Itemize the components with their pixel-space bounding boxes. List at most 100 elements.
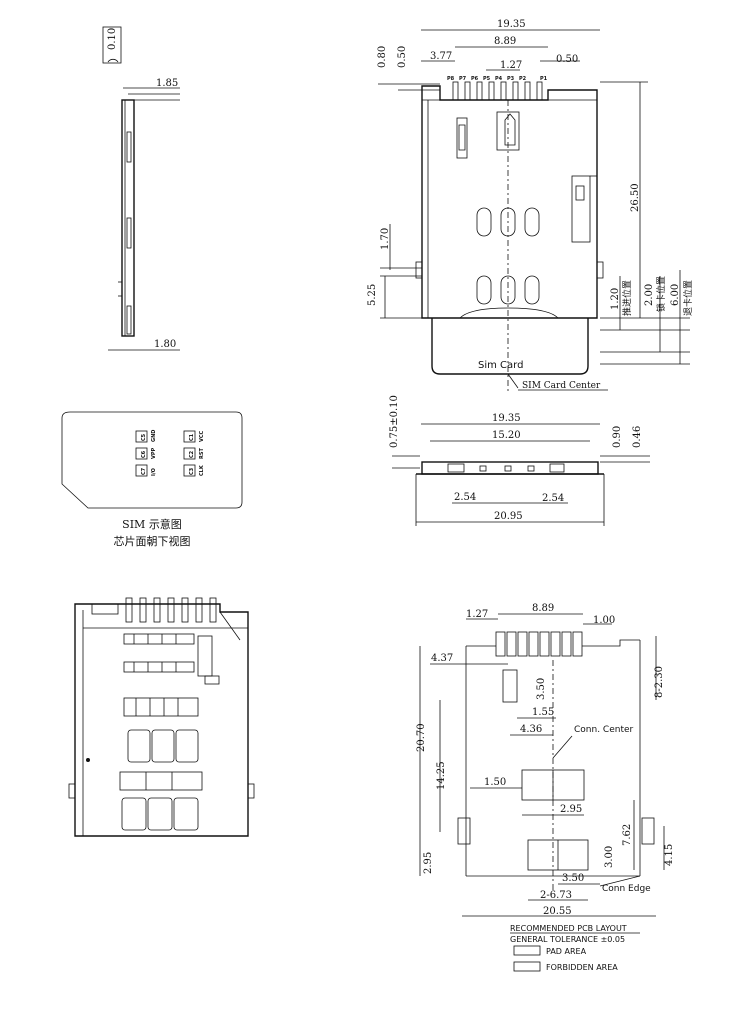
legend-pad-label: PAD AREA: [546, 947, 587, 956]
iso-pins: [125, 597, 217, 623]
dim-pcb-889: 8.89: [532, 603, 554, 614]
pcb-forbidden-small: [502, 669, 518, 703]
dim-pitch-span: 8.89: [494, 36, 516, 47]
dim-pcb-230: 8-2.30: [654, 666, 665, 698]
side-body: [121, 99, 135, 337]
pin-label: P2: [519, 76, 527, 82]
dim-170: 1.70: [380, 228, 391, 250]
dim-pcb-762: 7.62: [622, 824, 633, 846]
dim-pcb-350a: 3.50: [536, 678, 547, 700]
dim-front-left-254: 2.54: [454, 492, 476, 503]
dim-top-thickness: 0.10: [107, 28, 118, 50]
iso-view: [68, 597, 255, 837]
sim-card-center-label: SIM Card Center: [522, 381, 601, 391]
pin-label: P6: [471, 76, 479, 82]
pin-label: P5: [483, 76, 491, 82]
dim-pcb-300: 3.00: [604, 846, 615, 868]
contact-id: C1: [189, 433, 195, 441]
pcb-pad-left: [457, 817, 471, 845]
contact-id: C2: [189, 450, 195, 458]
contact-func: VCC: [199, 430, 205, 442]
label-eject-position: 退卡位置: [682, 280, 694, 316]
dim-top-b: 0.50: [397, 46, 408, 68]
dim-pcb-673: 2-6.73: [540, 890, 572, 901]
dim-pcb-2070: 20.70: [416, 723, 427, 752]
latch-right: [571, 175, 591, 243]
dim-front-height: 0.75±0.10: [389, 395, 400, 448]
top-view: 19.35 8.89 3.77 1.27 0.50 0.80 0.50 P8 P…: [367, 19, 694, 392]
dim-pcb-415: 4.15: [664, 844, 675, 866]
dim-front-090: 0.90: [612, 426, 623, 448]
dim-120: 1.20: [610, 288, 621, 310]
dim-pcb-2055: 20.55: [543, 906, 572, 917]
dim-front-right-254: 2.54: [542, 493, 564, 504]
dim-height: 1.85: [156, 78, 178, 89]
sim-caption-1: SIM 示意图: [122, 517, 182, 531]
contact-id: C5: [141, 433, 147, 441]
legend-forbidden-label: FORBIDDEN AREA: [546, 963, 618, 972]
pins: [452, 81, 543, 101]
dim-600: 6.00: [670, 284, 681, 306]
sim-card-label: Sim Card: [478, 360, 523, 371]
dim-pcb-436: 4.36: [520, 724, 542, 735]
latch-left: [456, 117, 468, 159]
dim-pcb-295a: 2.95: [560, 804, 582, 815]
pcb-pad-right: [641, 817, 655, 845]
label-push-position: 推进位置: [621, 280, 633, 316]
label-lock-position: 锁卡位置: [655, 276, 667, 312]
dim-bottom: 1.80: [154, 339, 176, 350]
conn-edge-label: Conn Edge: [602, 884, 651, 894]
side-top-box: [102, 26, 122, 64]
contact-func: VPP: [151, 447, 157, 459]
side-top-arc: [107, 58, 119, 63]
iso-contacts: [119, 729, 203, 831]
dim-pcb-100: 1.00: [593, 615, 615, 626]
iso-slots: [123, 633, 199, 717]
dim-length: 26.50: [630, 183, 641, 212]
contact-id: C7: [141, 467, 147, 475]
pin-label: P3: [507, 76, 515, 82]
dim-200: 2.00: [644, 284, 655, 306]
sim-caption-2: 芯片面朝下视图: [114, 534, 191, 548]
contact-func: GND: [151, 430, 157, 442]
legend-pad-swatch: [513, 945, 541, 956]
contact-func: RST: [199, 448, 205, 459]
connector-body: [421, 85, 598, 319]
dim-pcb-155: 1.55: [532, 707, 554, 718]
dim-pcb-1425: 14.25: [436, 761, 447, 790]
dim-pin-width: 0.50: [556, 54, 578, 65]
contact-id: C6: [141, 450, 147, 458]
pcb-top-pads: [495, 631, 583, 657]
pcb-layout: 1.27 8.89 1.00 4.37 3.50 1.55 4.36 Conn.…: [416, 603, 675, 972]
sim-card-shape: [61, 411, 243, 509]
contact-func: I/O: [151, 468, 157, 476]
pin-labels: P8 P7 P6 P5 P4 P3 P2 P1: [447, 76, 548, 82]
pin-label: P1: [540, 76, 548, 82]
dim-width: 19.35: [497, 19, 526, 30]
dim-left-offset: 3.77: [430, 51, 452, 62]
legend-title: RECOMMENDED PCB LAYOUT: [510, 924, 627, 933]
side-view: 0.10 1.85 1.80: [102, 26, 180, 351]
dim-pitch: 1.27: [500, 60, 522, 71]
dim-front-046: 0.46: [632, 426, 643, 448]
dim-pcb-350b: 3.50: [562, 873, 584, 884]
dim-top-a: 0.80: [377, 46, 388, 68]
contact-id: C3: [189, 467, 195, 475]
dim-front-width: 19.35: [492, 413, 521, 424]
sim-contacts: C5 GND C1 VCC C6 VPP C2 RST C7 I/O C3 CL…: [135, 430, 205, 477]
sim-card-outline: [431, 318, 589, 375]
contact-func: CLK: [199, 464, 205, 476]
dim-pcb-295b: 2.95: [423, 852, 434, 874]
conn-center-label: Conn. Center: [574, 725, 634, 735]
iso-body: [74, 603, 249, 837]
dim-pcb-437: 4.37: [431, 653, 453, 664]
dim-front-bottom-width: 20.95: [494, 511, 523, 522]
pin-label: P4: [495, 76, 503, 82]
legend-tolerance: GENERAL TOLERANCE ±0.05: [510, 935, 625, 944]
dim-pcb-150: 1.50: [484, 777, 506, 788]
dim-525: 5.25: [367, 284, 378, 306]
dim-pcb-127: 1.27: [466, 609, 488, 620]
front-view: 0.75±0.10 19.35 15.20 0.90 0.46 2.54 2.5…: [389, 395, 650, 526]
pin-label: P7: [459, 76, 467, 82]
pcb-legend: RECOMMENDED PCB LAYOUT GENERAL TOLERANCE…: [510, 924, 640, 972]
